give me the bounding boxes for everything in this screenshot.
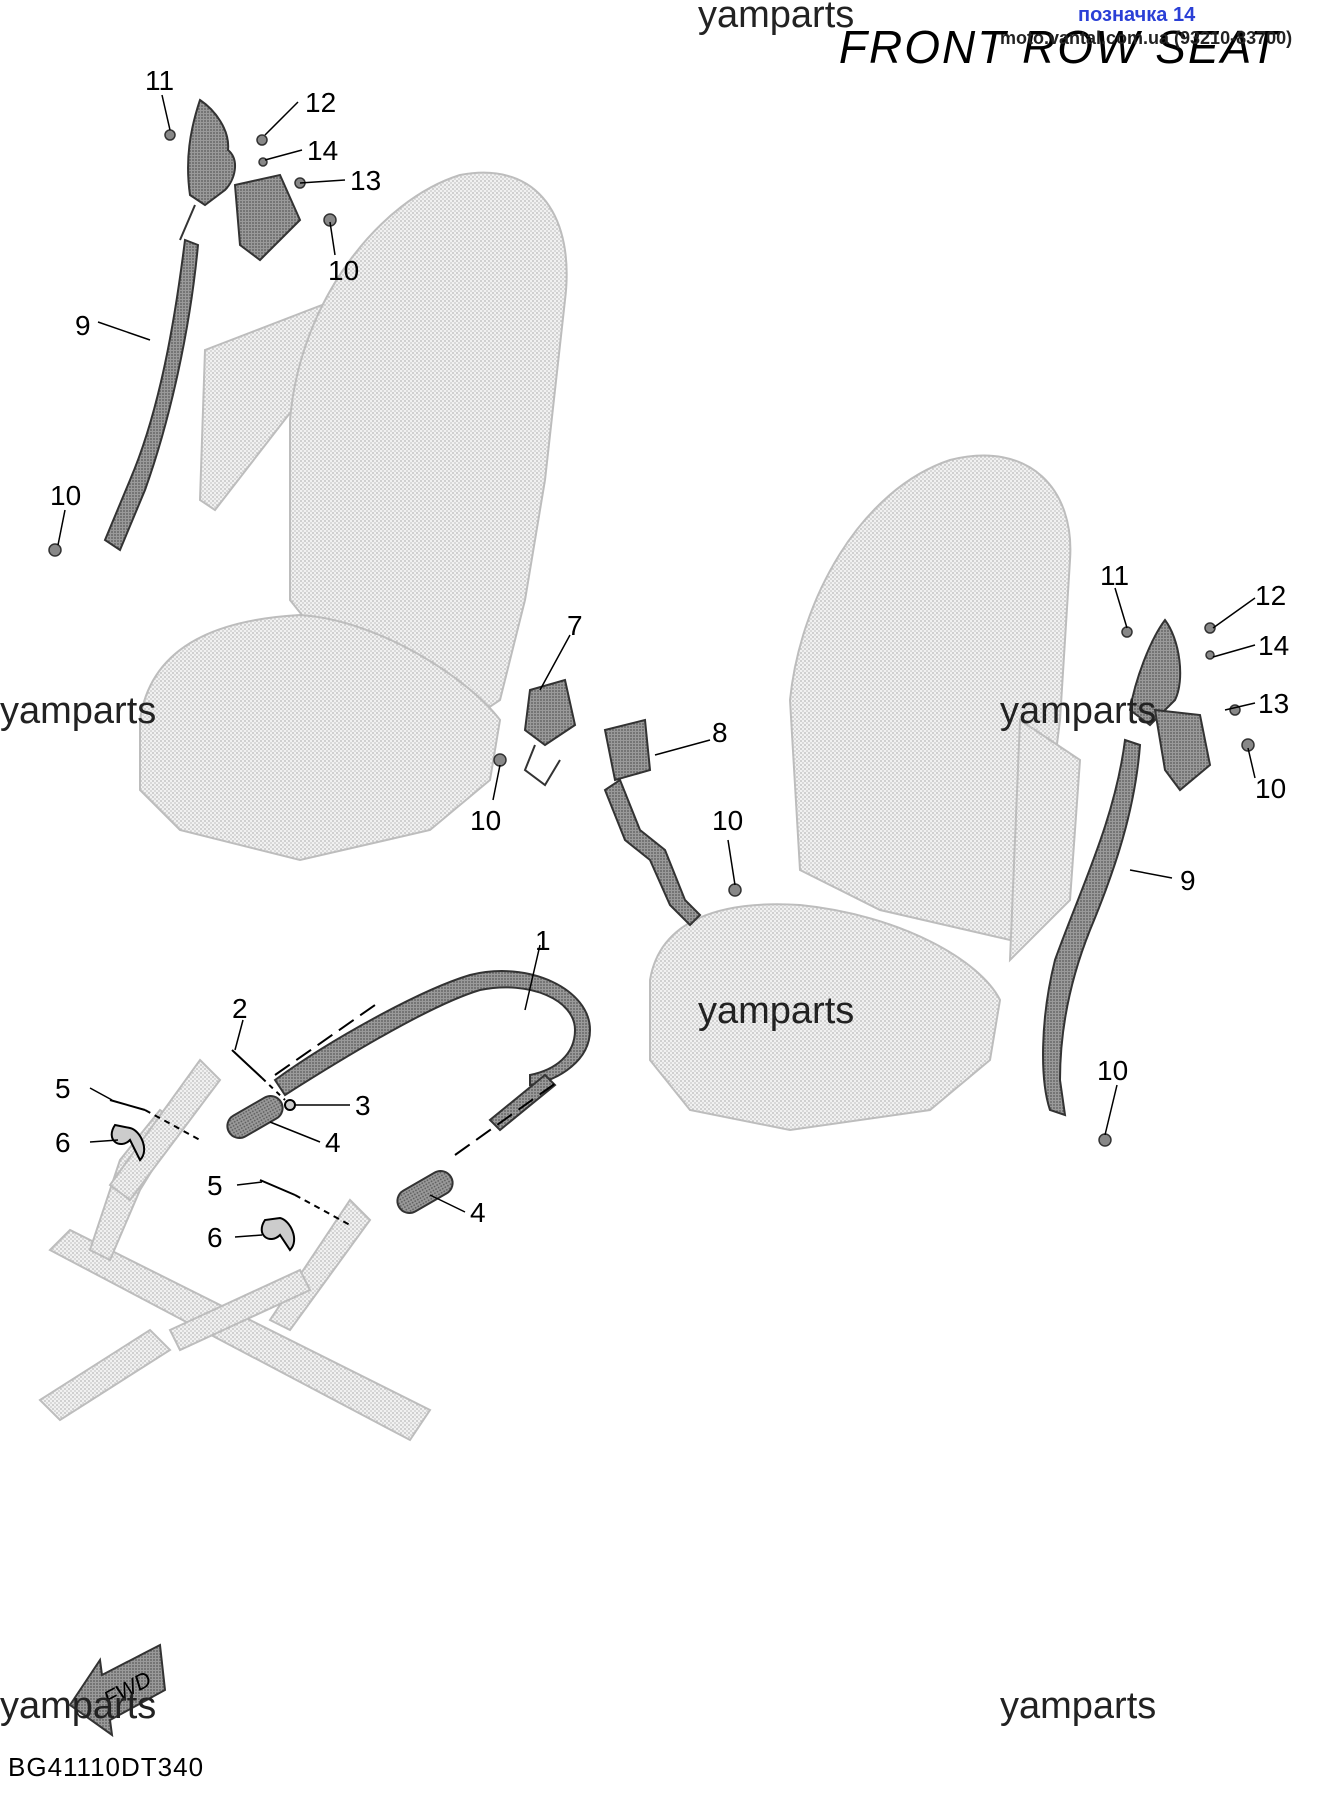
callout: 10 xyxy=(1255,773,1286,804)
diagram-code: BG41110DT340 xyxy=(8,1752,205,1782)
callout: 13 xyxy=(350,165,381,196)
bar-dash-lower xyxy=(454,1079,561,1156)
callout: 13 xyxy=(1258,688,1289,719)
watermark: yamparts xyxy=(0,690,157,732)
bolt-clamp-lower xyxy=(259,1179,351,1252)
callout: 2 xyxy=(232,993,248,1024)
frame xyxy=(38,1058,432,1442)
bolt-clamp-upper xyxy=(109,1099,201,1162)
right-seat-cushion xyxy=(649,903,1002,1132)
callout: 4 xyxy=(470,1197,486,1228)
leader-lines xyxy=(57,94,1256,1238)
right-belt-retractor xyxy=(1128,618,1212,792)
callout: 11 xyxy=(1100,560,1129,591)
left-belt-webbing xyxy=(103,238,200,552)
left-seat-cushion xyxy=(139,613,502,862)
right-seat-backrest xyxy=(788,454,1072,942)
callout: 1 xyxy=(535,925,551,956)
part-tag-subtext: moto.vantal.com.ua (93210-83700) xyxy=(1000,28,1293,48)
callout: 14 xyxy=(1258,630,1289,661)
callout: 11 xyxy=(145,65,174,96)
seat-bar-part-1 xyxy=(273,970,592,1156)
callout: 9 xyxy=(1180,865,1196,896)
callout: 8 xyxy=(712,717,728,748)
watermark: yamparts xyxy=(0,1685,157,1727)
watermark: yamparts xyxy=(1000,1685,1157,1727)
buckle-part-7 xyxy=(523,678,577,787)
right-seat xyxy=(649,454,1082,1132)
callout: 10 xyxy=(712,805,743,836)
sleeve-part-4a xyxy=(226,1095,284,1139)
left-belt-retractor xyxy=(179,98,302,262)
callout: 10 xyxy=(1097,1055,1128,1086)
callout: 10 xyxy=(50,480,81,511)
frame-front-rail xyxy=(48,1228,432,1442)
callout: 6 xyxy=(55,1127,71,1158)
part-tag-label: позначка 14 xyxy=(1078,4,1196,26)
page-title: FRONT ROW SEAT xyxy=(838,21,1280,73)
left-seat-backrest xyxy=(289,171,568,722)
callout: 3 xyxy=(355,1090,371,1121)
callout: 9 xyxy=(75,310,91,341)
watermark: yamparts xyxy=(1000,690,1157,732)
watermark: yamparts xyxy=(698,990,855,1032)
frame-bottom-rail xyxy=(38,1328,172,1422)
right-seat-side-panel xyxy=(1008,718,1082,963)
callout: 7 xyxy=(567,610,583,641)
callout: 4 xyxy=(325,1127,341,1158)
callout: 10 xyxy=(328,255,359,286)
right-belt-webbing xyxy=(1042,738,1142,1117)
callout: 12 xyxy=(1255,580,1286,611)
callout: 12 xyxy=(305,87,336,118)
sleeve-part-4b xyxy=(396,1170,454,1214)
callout: 5 xyxy=(207,1170,223,1201)
watermark: yamparts xyxy=(698,0,855,36)
buckle-part-8 xyxy=(603,718,702,927)
callout: 10 xyxy=(470,805,501,836)
left-seat xyxy=(139,171,568,862)
callout: 14 xyxy=(307,135,338,166)
bar-dash-upper xyxy=(274,1004,376,1076)
frame-brace xyxy=(168,1268,312,1352)
callout: 5 xyxy=(55,1073,71,1104)
callout: 6 xyxy=(207,1222,223,1253)
